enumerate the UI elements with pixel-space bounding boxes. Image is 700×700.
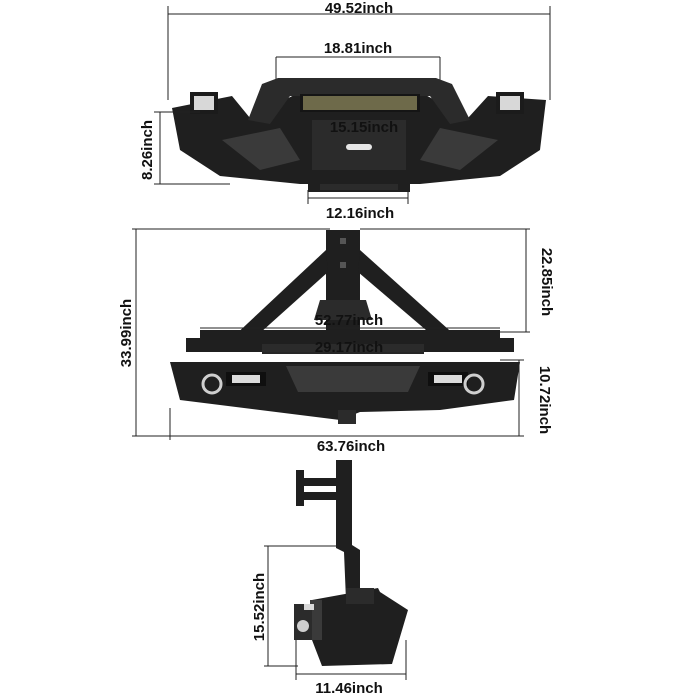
tire-carrier-height-dimension: 22.85inch — [360, 228, 555, 333]
rear-right-light — [428, 372, 468, 386]
winch-plate-dimension: 12.16inch — [307, 190, 409, 222]
inner-rail-dimension: 29.17inch — [262, 339, 424, 356]
side-view-image — [294, 460, 408, 666]
side-height-dimension: 15.52inch — [251, 545, 340, 667]
tire-carrier-image — [232, 230, 458, 342]
rear-rails — [186, 330, 514, 354]
side-depth-dimension: 11.46inch — [295, 640, 407, 697]
side-height-label: 15.52inch — [251, 573, 268, 641]
front-width-label: 49.52inch — [325, 0, 393, 17]
front-width-dimension: 49.52inch — [167, 0, 551, 100]
rear-bumper-image — [170, 362, 520, 424]
rear-width-dimension: 63.76inch — [169, 408, 519, 455]
right-cube-light — [496, 92, 524, 114]
rear-overall-height-dimension: 33.99inch — [118, 228, 330, 437]
top-rail-dimension: 52.77inch — [200, 312, 500, 329]
rear-bumper-height-label: 10.72inch — [536, 366, 553, 434]
rear-left-light — [226, 372, 266, 386]
side-depth-label: 11.46inch — [315, 680, 383, 697]
front-bumper-view: 49.52inch 18.81inch — [139, 0, 551, 222]
rear-width-label: 63.76inch — [317, 438, 385, 455]
light-bar-mount-label: 18.81inch — [324, 40, 392, 57]
winch-plate-label: 12.16inch — [326, 205, 394, 222]
left-d-ring-shackle — [201, 373, 223, 395]
led-light-bar — [303, 96, 417, 110]
right-d-ring-shackle — [463, 373, 485, 395]
side-view: 15.52inch 11.46inch — [251, 460, 408, 697]
light-bar-label: 15.15inch — [330, 119, 398, 136]
front-height-label: 8.26inch — [139, 120, 156, 180]
front-height-dimension: 8.26inch — [139, 111, 230, 185]
front-bumper-image — [172, 78, 546, 192]
left-cube-light — [190, 92, 218, 114]
top-rail-label: 52.77inch — [315, 312, 383, 329]
rear-overall-height-label: 33.99inch — [118, 299, 135, 367]
inner-rail-label: 29.17inch — [315, 339, 383, 356]
rear-bumper-view: 33.99inch 22.85inch 52.77inch — [118, 228, 555, 455]
light-bar-mount-dimension: 18.81inch — [275, 40, 441, 84]
tire-carrier-height-label: 22.85inch — [538, 248, 555, 316]
